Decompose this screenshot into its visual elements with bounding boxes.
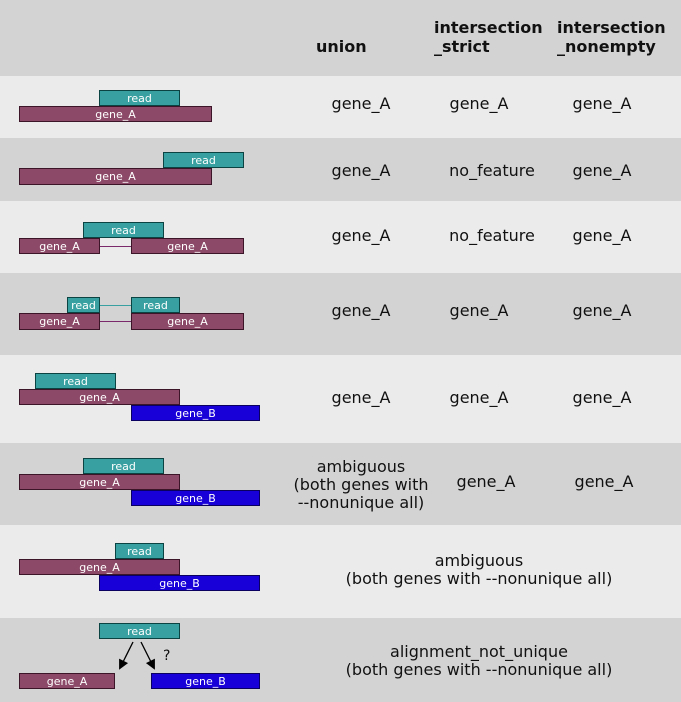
- gene-b-feature: gene_B: [131, 405, 260, 421]
- intersection-strict-result: no_feature: [449, 161, 535, 180]
- gene-b-feature: gene_B: [131, 490, 260, 506]
- intersection-nonempty-result: gene_A: [574, 472, 634, 491]
- arrow-to-gene-b: [140, 641, 155, 670]
- gene-a-feature: gene_A: [19, 106, 212, 122]
- intersection-strict-result: gene_A: [456, 472, 516, 491]
- read-segment: read: [83, 222, 164, 238]
- gene-a-intron: [100, 321, 131, 322]
- intersection-nonempty-result: gene_A: [572, 161, 632, 180]
- gene-a-exon: gene_A: [131, 313, 244, 330]
- read-segment: read: [115, 543, 164, 559]
- arrow-to-gene-a: [119, 641, 134, 670]
- table-row: read gene_A gene_B ambiguous (both genes…: [0, 525, 681, 618]
- read-segment: read: [163, 152, 244, 168]
- intersection-strict-result: gene_A: [449, 388, 509, 407]
- read-segment: read: [131, 297, 180, 313]
- table-row: read read gene_A gene_A gene_A gene_A ge…: [0, 273, 681, 355]
- union-result: gene_A: [331, 301, 391, 320]
- table-row: read ? gene_A gene_B alignment_not_uniqu…: [0, 618, 681, 702]
- union-result: gene_A: [331, 94, 391, 113]
- question-mark: ?: [163, 648, 171, 664]
- gene-a-feature: gene_A: [19, 474, 180, 490]
- read-segment: read: [67, 297, 100, 313]
- gene-a-feature: gene_A: [19, 389, 180, 405]
- intersection-nonempty-result: gene_A: [572, 388, 632, 407]
- merged-result: ambiguous (both genes with --nonunique a…: [345, 551, 613, 588]
- intersection-nonempty-result: gene_A: [572, 94, 632, 113]
- intersection-nonempty-result: gene_A: [572, 301, 632, 320]
- union-result: gene_A: [331, 161, 391, 180]
- table-row: read gene_A gene_A gene_A gene_A: [0, 76, 681, 138]
- table-header: union intersection _strict intersection …: [0, 0, 681, 76]
- column-header-intersection-strict: intersection _strict: [434, 18, 543, 56]
- table-row: read gene_A gene_B gene_A gene_A gene_A: [0, 355, 681, 443]
- gene-a-exon: gene_A: [19, 313, 100, 330]
- alignment-arrows: [119, 641, 155, 670]
- intersection-strict-result: gene_A: [449, 301, 509, 320]
- intersection-strict-result: gene_A: [449, 94, 509, 113]
- union-result: gene_A: [331, 226, 391, 245]
- union-result: ambiguous (both genes with --nonunique a…: [293, 457, 429, 512]
- intersection-strict-result: no_feature: [449, 226, 535, 245]
- gene-a-exon: gene_A: [19, 238, 100, 254]
- gene-a-feature: gene_A: [19, 673, 115, 689]
- gene-a-exon: gene_A: [131, 238, 244, 254]
- intersection-nonempty-result: gene_A: [572, 226, 632, 245]
- read-segment: read: [99, 623, 180, 639]
- read-segment: read: [83, 458, 164, 474]
- table-row: read gene_A gene_B ambiguous (both genes…: [0, 443, 681, 525]
- column-header-union: union: [316, 37, 367, 56]
- gene-a-intron: [100, 246, 131, 247]
- read-segment: read: [99, 90, 180, 106]
- read-segment: read: [35, 373, 116, 389]
- read-gap: [100, 305, 131, 306]
- column-header-intersection-nonempty: intersection _nonempty: [557, 18, 666, 56]
- union-result: gene_A: [331, 388, 391, 407]
- table-row: read gene_A gene_A no_feature gene_A: [0, 138, 681, 201]
- gene-b-feature: gene_B: [99, 575, 260, 591]
- merged-result: alignment_not_unique (both genes with --…: [345, 642, 613, 679]
- gene-a-feature: gene_A: [19, 559, 180, 575]
- gene-a-feature: gene_A: [19, 168, 212, 185]
- gene-b-feature: gene_B: [151, 673, 260, 689]
- table-row: read gene_A gene_A gene_A no_feature gen…: [0, 201, 681, 273]
